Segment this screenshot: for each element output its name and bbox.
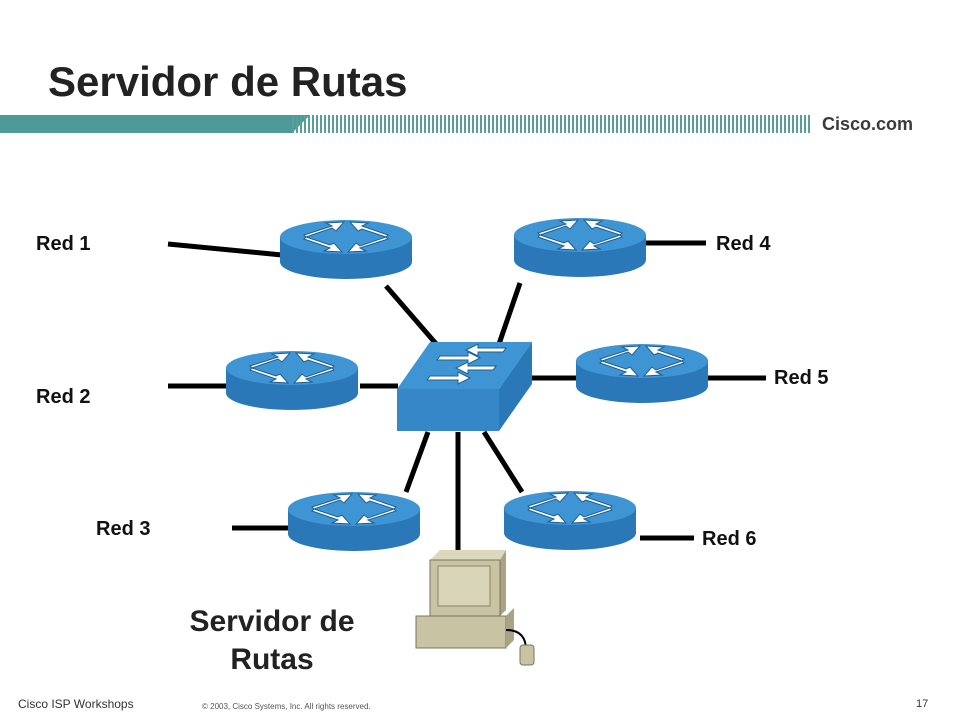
server-label-line2: Rutas xyxy=(230,643,314,676)
router-red3 xyxy=(287,491,421,552)
footer-workshop: Cisco ISP Workshops xyxy=(18,697,134,711)
footer-copyright: © 2003, Cisco Systems, Inc. All rights r… xyxy=(202,702,371,711)
router-red2 xyxy=(225,350,359,411)
label-red4: Red 4 xyxy=(716,233,771,255)
cisco-logo: Cisco.com xyxy=(822,114,914,134)
label-red2: Red 2 xyxy=(36,386,91,408)
server-label: Servidor de Rutas xyxy=(172,603,372,679)
router-red1 xyxy=(279,219,413,280)
router-red4 xyxy=(513,217,647,278)
router-red6 xyxy=(503,490,637,551)
server-label-line1: Servidor de xyxy=(189,605,355,638)
switch-icon xyxy=(397,342,532,431)
router-red5 xyxy=(575,343,709,404)
label-red6: Red 6 xyxy=(702,528,757,550)
header-band xyxy=(0,115,812,133)
links xyxy=(167,240,766,550)
page-title: Servidor de Rutas xyxy=(48,58,408,105)
label-red1: Red 1 xyxy=(36,233,91,255)
label-red3: Red 3 xyxy=(96,518,151,540)
label-red5: Red 5 xyxy=(774,367,829,389)
workstation-icon xyxy=(415,550,535,666)
page-number: 17 xyxy=(916,698,929,710)
